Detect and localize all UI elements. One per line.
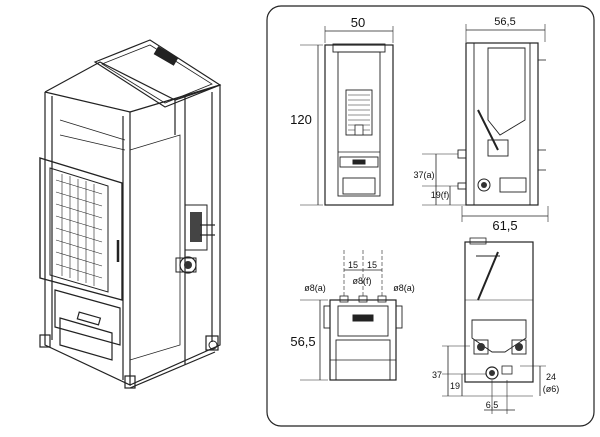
side-depth-label: 56,5 [494,16,515,28]
isometric-stove [39,39,222,389]
rear-dia-6-label: (ø6) [543,384,560,394]
rear-height-37-label: 37 [432,370,442,380]
rear-offset-label: 6,5 [486,400,499,410]
side-outlet-a-label: 37(a) [413,170,434,180]
views-panel [266,5,595,427]
bottom-dia-a-right-label: ø8(a) [393,283,415,293]
bottom-spacing-right-label: 15 [367,260,377,270]
front-width-label: 50 [351,15,365,30]
bottom-dia-a-left-label: ø8(a) [304,283,326,293]
rear-height-24-label: 24 [546,372,556,382]
stove-door [39,157,123,301]
bottom-spacing-left-label: 15 [348,260,358,270]
rear-height-19-label: 19 [450,381,460,391]
bottom-view: 15 15 ø8(a) ø8(f) ø8(a) 56,5 [290,250,415,381]
bottom-depth-label: 56,5 [290,334,315,349]
door-glass-grid [55,174,103,286]
bottom-dia-f-label: ø8(f) [353,276,372,286]
side-depth-bottom-label: 61,5 [492,218,517,233]
front-height-label: 120 [290,112,312,127]
front-view: 50 120 [290,15,394,206]
internal-mechanism [175,204,218,350]
rear-view: 37 19 24 (ø6) 6,5 [432,237,560,414]
side-outlet-f-label: 19(f) [431,190,450,200]
control-display [153,46,179,66]
side-view: 56,5 61,5 37(a) 19(f) [413,16,549,233]
